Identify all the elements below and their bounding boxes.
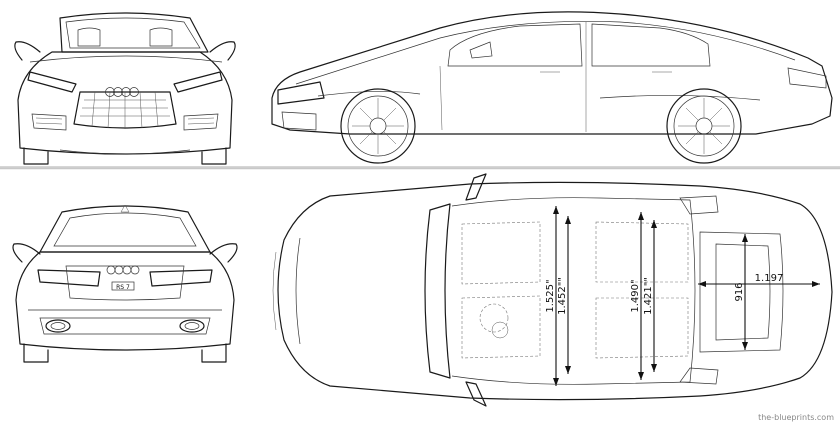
top-view	[272, 173, 833, 407]
dim-label-rear-shoulder: 1.421""	[643, 277, 654, 315]
dim-label-sunroof-width: 916	[734, 282, 745, 301]
dim-label-front-shoulder: 1.452""	[557, 277, 568, 315]
dim-label-sunroof-length: 1.197	[755, 273, 784, 284]
watermark: the-blueprints.com	[758, 413, 834, 422]
rear-view: RS 7	[12, 204, 238, 363]
dim-label-rear-elbow: 1.490"	[630, 279, 641, 312]
dim-label-front-elbow: 1.525"	[545, 279, 556, 312]
side-view	[271, 11, 833, 164]
model-badge: RS 7	[116, 284, 130, 291]
front-view	[14, 12, 236, 165]
dimension-lines	[553, 206, 820, 386]
